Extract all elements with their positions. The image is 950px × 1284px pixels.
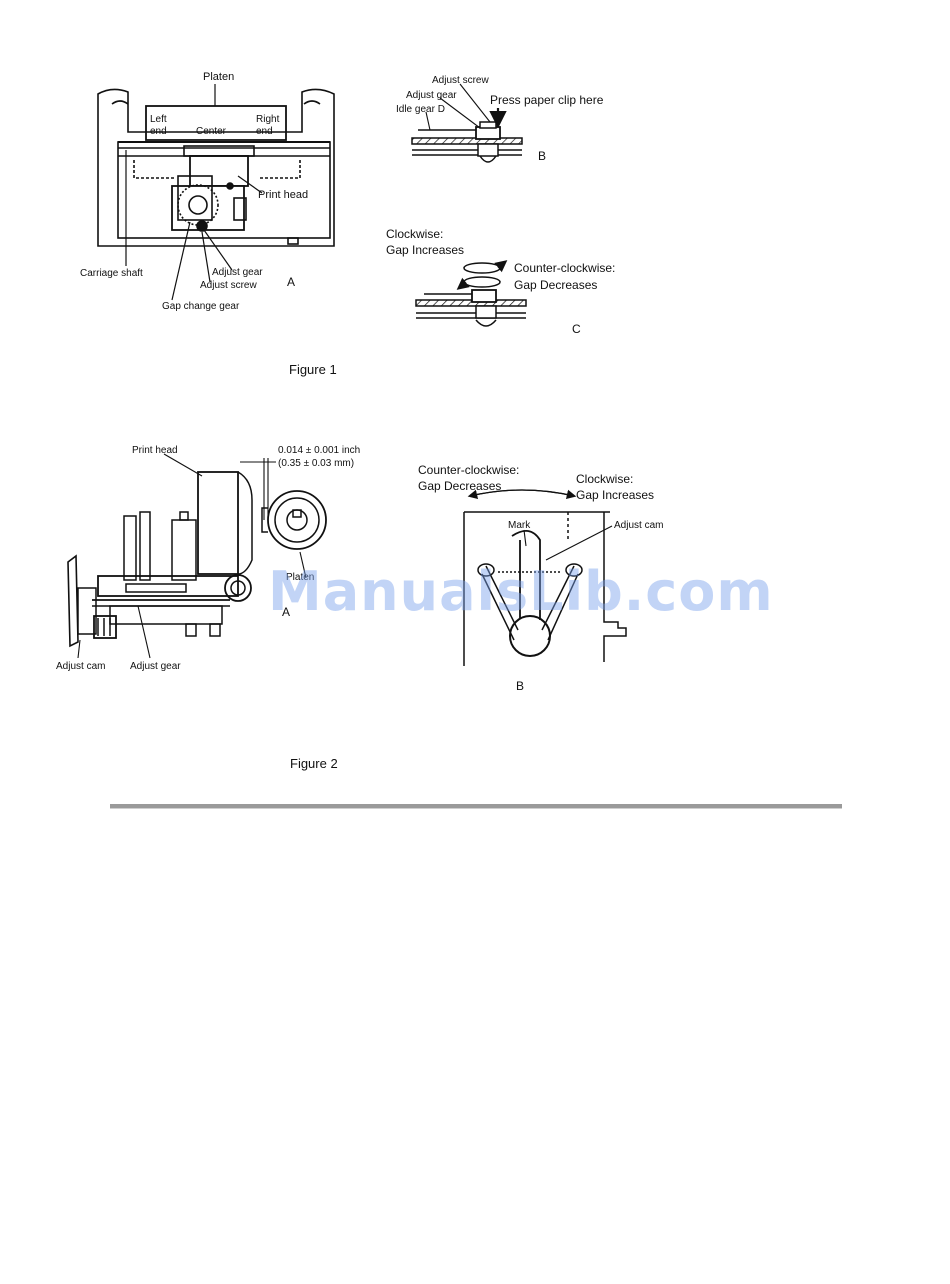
fig2b-adjust-cam-label: Adjust cam: [614, 520, 663, 531]
left-end-label-line1: Left: [150, 114, 167, 125]
fig1c-counter-clockwise-label: Counter-clockwise:: [514, 261, 615, 275]
fig1c-gap-increases-label: Gap Increases: [386, 243, 464, 257]
fig2b-gap-decreases-label: Gap Decreases: [418, 479, 501, 493]
fig1b-idle-gear-label: Idle gear D: [396, 104, 445, 115]
fig2a-adjust-gear-label: Adjust gear: [130, 661, 181, 672]
fig1c-gap-decreases-label: Gap Decreases: [514, 278, 597, 292]
figure1-caption: Figure 1: [289, 362, 337, 377]
figure1-panel-c-drawing: [415, 260, 527, 327]
carriage-shaft-label: Carriage shaft: [80, 268, 143, 279]
figure1-panel-a-letter: A: [287, 275, 295, 289]
adjust-gear-label: Adjust gear: [212, 267, 263, 278]
fig2b-clockwise-label: Clockwise:: [576, 472, 633, 486]
figure1-panel-b-letter: B: [538, 149, 546, 163]
fig2a-gap-inch-label: 0.014 ± 0.001 inch: [278, 445, 360, 456]
platen-label: Platen: [203, 71, 234, 83]
print-head-label: Print head: [258, 189, 308, 201]
figure1-panel-a-drawing: [97, 84, 335, 301]
adjust-screw-label: Adjust screw: [200, 280, 257, 291]
fig2a-gap-mm-label: (0.35 ± 0.03 mm): [278, 458, 354, 469]
right-end-label-line1: Right: [256, 114, 280, 125]
figure2-panel-b-drawing: [463, 489, 627, 666]
fig1c-clockwise-label: Clockwise:: [386, 227, 443, 241]
right-end-label-line2: end: [256, 126, 273, 137]
figure1-panel-b-drawing: [411, 83, 523, 163]
fig1b-adjust-screw-label: Adjust screw: [432, 75, 489, 86]
press-paper-clip-label: Press paper clip here: [490, 93, 604, 107]
section-divider: [110, 804, 842, 809]
fig2a-platen-label: Platen: [286, 572, 314, 583]
fig2a-print-head-label: Print head: [132, 445, 178, 456]
left-end-label-line2: end: [150, 126, 167, 137]
figure2-panel-b-letter: B: [516, 679, 524, 693]
gap-change-gear-label: Gap change gear: [162, 301, 240, 312]
figure2-caption: Figure 2: [290, 756, 338, 771]
fig2a-adjust-cam-label: Adjust cam: [56, 661, 105, 672]
fig2b-gap-increases-label: Gap Increases: [576, 488, 654, 502]
figure2-panel-a-letter: A: [282, 605, 290, 619]
fig2b-mark-label: Mark: [508, 520, 531, 531]
fig2b-counter-clockwise-label: Counter-clockwise:: [418, 463, 519, 477]
center-label: Center: [196, 126, 227, 137]
figure1-panel-c-letter: C: [572, 322, 581, 336]
figure2-panel-a-drawing: [67, 453, 327, 659]
fig1b-adjust-gear-label: Adjust gear: [406, 90, 457, 101]
